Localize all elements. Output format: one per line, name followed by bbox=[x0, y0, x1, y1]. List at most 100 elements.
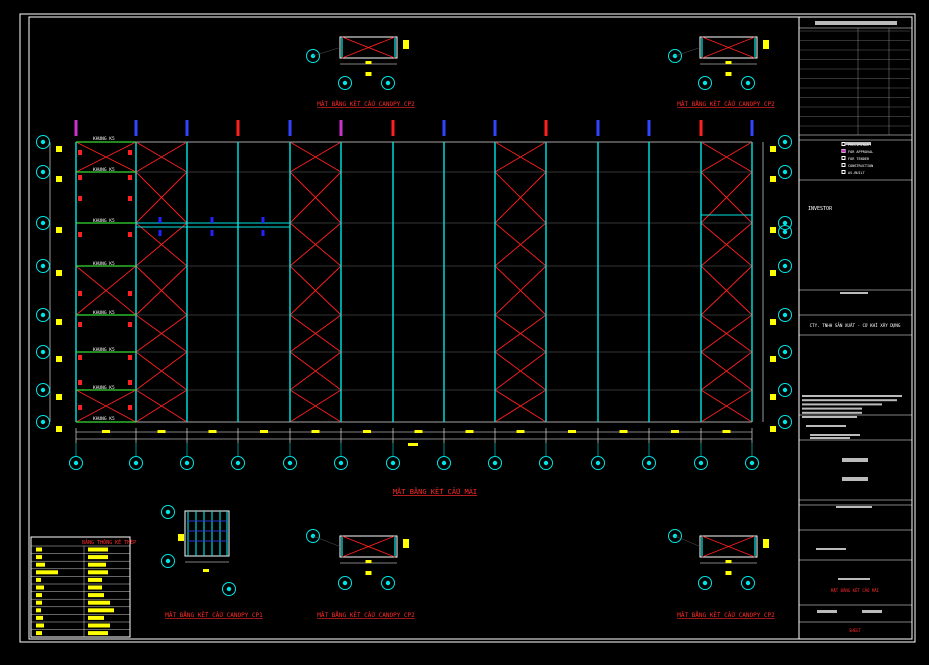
legend-cell bbox=[36, 623, 44, 628]
dimension-tag bbox=[568, 430, 576, 433]
grid-axis-bubble bbox=[778, 225, 792, 239]
red-marker bbox=[78, 150, 82, 155]
grid-axis-bubble bbox=[334, 456, 348, 470]
grid-axis-bubble bbox=[698, 576, 712, 590]
row-tag bbox=[770, 356, 776, 362]
manager-bar bbox=[806, 425, 846, 427]
grid-axis-dot bbox=[184, 460, 190, 466]
grid-axis-dot bbox=[782, 169, 788, 175]
canopy-top-right-tag bbox=[725, 72, 732, 76]
dimension-tag bbox=[414, 430, 423, 433]
roof-x-brace bbox=[289, 222, 342, 267]
grid-axis-dot bbox=[385, 80, 391, 86]
legend-cell bbox=[36, 547, 42, 552]
roof-x-brace bbox=[700, 389, 753, 423]
grid-axis-dot bbox=[782, 312, 788, 318]
grid-axis-bubble bbox=[437, 456, 451, 470]
status-option: FOR TENDER bbox=[848, 157, 870, 161]
outer-frame bbox=[19, 13, 916, 643]
frame-tag bbox=[236, 120, 240, 136]
row-tag bbox=[56, 270, 62, 276]
roof-x-brace bbox=[135, 265, 188, 316]
red-marker bbox=[78, 322, 82, 327]
blue-marker bbox=[210, 230, 214, 236]
canopy-cp1-tag bbox=[203, 569, 209, 572]
canopy-top-right-tag bbox=[725, 61, 732, 64]
canopy-top-left-brace bbox=[341, 36, 396, 59]
canopy-cp1-outline bbox=[184, 510, 230, 557]
frame-tag bbox=[493, 120, 497, 136]
dimension-tag bbox=[311, 430, 320, 433]
signature-bar bbox=[842, 477, 868, 481]
legend-title: BẢNG THỐNG KÊ THÉP bbox=[82, 538, 136, 546]
legend-cell bbox=[88, 615, 104, 620]
row-tag bbox=[770, 176, 776, 182]
gable-label: KHUNG K5 bbox=[93, 218, 115, 224]
grid-axis-bubble bbox=[338, 76, 352, 90]
frame-tag bbox=[185, 120, 189, 136]
note-bar bbox=[802, 403, 882, 406]
grid-axis-dot bbox=[745, 80, 751, 86]
grid-axis-dot bbox=[782, 220, 788, 226]
grid-axis-bubble bbox=[222, 582, 236, 596]
grid-axis-bubble bbox=[36, 383, 50, 397]
canopy-bottom-mid-leader bbox=[312, 535, 341, 547]
grid-axis-dot bbox=[133, 460, 139, 466]
grid-axis-dot bbox=[73, 460, 79, 466]
grid-axis-bubble bbox=[488, 456, 502, 470]
canopy-top-left-tag bbox=[403, 40, 409, 49]
canopy-top-left-leader bbox=[312, 47, 341, 57]
legend-cell bbox=[88, 577, 102, 582]
grid-axis-dot bbox=[40, 139, 46, 145]
grid-axis-dot bbox=[385, 580, 391, 586]
grid-axis-bubble bbox=[642, 456, 656, 470]
roof-x-brace bbox=[700, 351, 753, 391]
row-tag bbox=[770, 146, 776, 152]
grid-axis-bubble bbox=[778, 165, 792, 179]
grid-axis-bubble bbox=[778, 259, 792, 273]
company-name: CTY. TNHH SẢN XUẤT - CƠ KHÍ XÂY DỰNG bbox=[810, 323, 901, 328]
legend-cell bbox=[36, 608, 41, 613]
dimension-tag bbox=[157, 430, 166, 433]
dimension-tag bbox=[465, 430, 474, 433]
canopy-bottom-mid-tag bbox=[365, 571, 372, 575]
canopy-top-left-tag bbox=[365, 72, 372, 76]
legend-cell bbox=[36, 577, 41, 582]
grid-axis-dot bbox=[543, 460, 549, 466]
status-option: PRELIMINARY bbox=[848, 143, 872, 147]
grid-axis-dot bbox=[338, 460, 344, 466]
grid-axis-bubble bbox=[778, 345, 792, 359]
frame-tag bbox=[391, 120, 395, 136]
grid-axis-dot bbox=[165, 558, 171, 564]
drawing-title: MẶT BẰNG KẾT CẤU MÁI bbox=[831, 588, 880, 593]
grid-axis-dot bbox=[745, 580, 751, 586]
roof-x-brace bbox=[289, 389, 342, 423]
row-tag bbox=[770, 270, 776, 276]
grid-axis-bubble bbox=[778, 216, 792, 230]
canopy-bottom-right-tag bbox=[725, 560, 732, 563]
canopy-bottom-right-tag bbox=[763, 539, 769, 548]
grid-axis-dot bbox=[40, 220, 46, 226]
grid-axis-bubble bbox=[778, 135, 792, 149]
grid-axis-dot bbox=[165, 509, 171, 515]
blue-marker bbox=[261, 230, 265, 236]
frame-tag bbox=[339, 120, 343, 136]
row-tag bbox=[56, 356, 62, 362]
grid-axis-bubble bbox=[161, 554, 175, 568]
red-marker bbox=[128, 355, 132, 360]
row-tag bbox=[770, 426, 776, 432]
row-tag bbox=[56, 394, 62, 400]
grid-axis-bubble bbox=[36, 135, 50, 149]
status-option: FOR APPROVAL bbox=[848, 150, 873, 154]
dimension-tag bbox=[671, 430, 679, 433]
red-marker bbox=[78, 232, 82, 237]
sheet-bar bbox=[817, 610, 837, 613]
red-marker bbox=[78, 291, 82, 296]
gable-label: KHUNG K5 bbox=[93, 347, 115, 353]
investor-sub-bar bbox=[840, 292, 868, 294]
canopy-plans bbox=[161, 36, 769, 596]
blue-marker bbox=[261, 217, 265, 223]
dimension-tag bbox=[102, 430, 110, 433]
grid-axis-bubble bbox=[36, 345, 50, 359]
grid-axis-dot bbox=[782, 263, 788, 269]
